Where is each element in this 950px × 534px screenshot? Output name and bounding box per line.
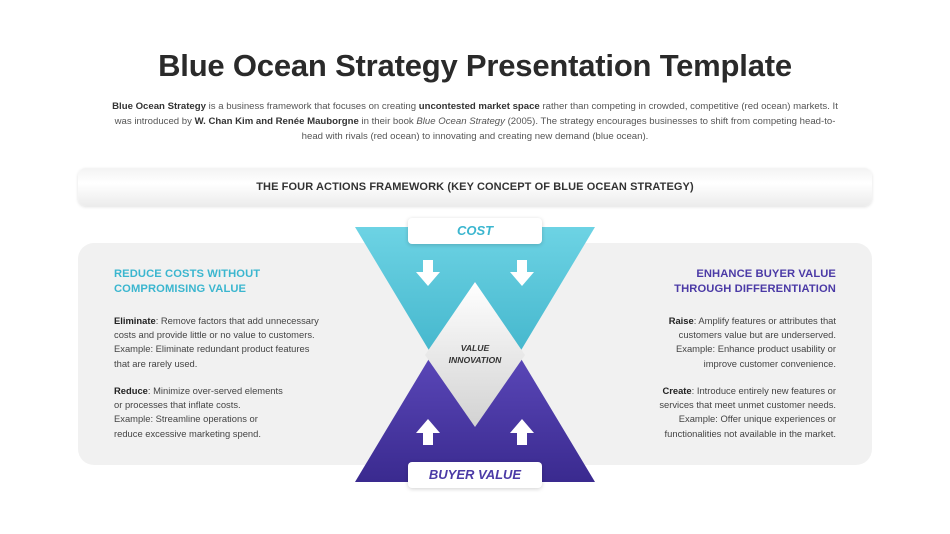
create-term: Create: [662, 385, 692, 396]
intro-emphasis: uncontested market space: [418, 101, 540, 112]
intro-text-3: in their book: [358, 116, 417, 127]
right-heading-line-1: ENHANCE BUYER VALUE: [696, 268, 836, 280]
reduce-block: Reduce: Minimize over-served elements or…: [114, 384, 354, 441]
value-innovation-label: VALUE INNOVATION: [430, 343, 520, 366]
arrow-up-icon: [416, 419, 440, 445]
raise-term: Raise: [668, 315, 694, 326]
four-actions-diagram: [355, 227, 595, 482]
create-line-3: Example: Offer unique experiences or: [678, 413, 836, 425]
right-heading-line-2: THROUGH DIFFERENTIATION: [674, 283, 836, 295]
intro-text-2: rather than competing in crowded, compet…: [114, 101, 838, 127]
intro-term: Blue Ocean Strategy: [112, 101, 206, 112]
reduce-term: Reduce: [114, 385, 148, 396]
cost-label: COST: [408, 218, 542, 244]
framework-banner: THE FOUR ACTIONS FRAMEWORK (KEY CONCEPT …: [78, 168, 872, 206]
raise-line-1: : Amplify features or attributes that: [693, 315, 836, 326]
eliminate-line-3: Example: Eliminate redundant product fea…: [114, 343, 310, 355]
left-heading-line-2: COMPROMISING VALUE: [114, 283, 247, 295]
eliminate-block: Eliminate: Remove factors that add unnec…: [114, 314, 354, 371]
value-innovation-line-1: VALUE: [460, 343, 490, 353]
eliminate-line-4: that are rarely used.: [114, 357, 198, 369]
arrow-down-icon: [416, 260, 440, 286]
left-heading-line-1: REDUCE COSTS WITHOUT: [114, 268, 261, 280]
raise-line-4: improve customer convenience.: [703, 357, 836, 369]
eliminate-term: Eliminate: [114, 315, 156, 326]
intro-book-title: Blue Ocean Strategy: [416, 116, 505, 127]
eliminate-line-1: : Remove factors that add unnecessary: [155, 315, 319, 326]
intro-text-4: (2005). The strategy encourages business…: [301, 116, 836, 142]
create-line-4: functionalities not available in the mar…: [664, 427, 836, 439]
create-block: Create: Introduce entirely new features …: [596, 384, 836, 441]
raise-line-3: Example: Enhance product usability or: [676, 343, 836, 355]
reduce-line-3: Example: Streamline operations or: [114, 413, 258, 425]
right-heading: ENHANCE BUYER VALUE THROUGH DIFFERENTIAT…: [616, 267, 836, 297]
create-line-1: : Introduce entirely new features or: [691, 385, 836, 396]
value-innovation-diamond: [425, 282, 525, 427]
value-innovation-line-2: INNOVATION: [448, 354, 502, 365]
create-line-2: services that meet unmet customer needs.: [659, 399, 836, 411]
reduce-line-4: reduce excessive marketing spend.: [114, 427, 261, 439]
left-heading: REDUCE COSTS WITHOUT COMPROMISING VALUE: [114, 267, 334, 297]
intro-text-1: is a business framework that focuses on …: [205, 101, 419, 112]
raise-block: Raise: Amplify features or attributes th…: [596, 314, 836, 371]
page-title: Blue Ocean Strategy Presentation Templat…: [158, 48, 792, 83]
reduce-line-1: : Minimize over-served elements: [147, 385, 283, 396]
intro-authors: W. Chan Kim and Renée Mauborgne: [194, 116, 359, 127]
arrow-down-icon: [510, 260, 534, 286]
buyer-value-label: BUYER VALUE: [408, 462, 542, 488]
reduce-line-2: or processes that inflate costs.: [114, 399, 241, 411]
eliminate-line-2: costs and provide little or no value to …: [114, 329, 315, 341]
arrow-up-icon: [510, 419, 534, 445]
raise-line-2: customers value but are underserved.: [678, 329, 836, 341]
intro-paragraph: Blue Ocean Strategy is a business framew…: [110, 99, 840, 144]
